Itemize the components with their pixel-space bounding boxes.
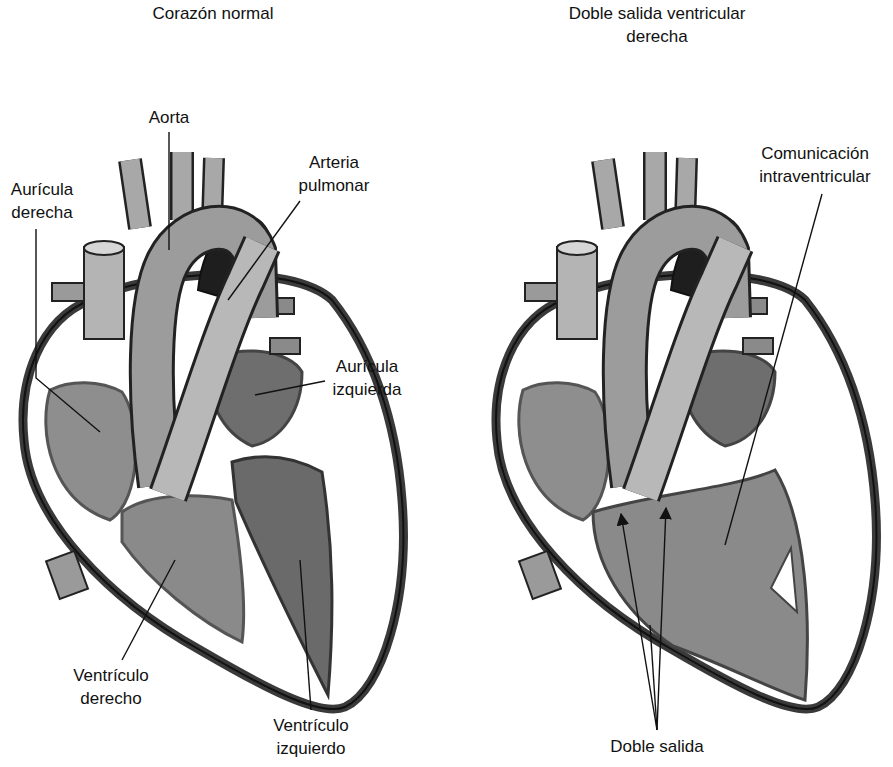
leader-arrow: [621, 514, 657, 730]
part-label: Arteria pulmonar: [289, 151, 379, 197]
great-vessels: [525, 152, 773, 495]
part-label: Aorta: [129, 106, 209, 129]
part-label: Ventrículo izquierdo: [261, 714, 361, 760]
dorv-heart: [496, 152, 876, 709]
left-ventricle: [232, 457, 332, 695]
panel-heading: Doble salida ventricular derecha: [552, 2, 762, 48]
leader-line: [36, 229, 100, 432]
part-label: Comunicación intraventricular: [741, 142, 889, 188]
leader-line: [122, 560, 175, 660]
leader-line: [228, 201, 300, 300]
right-ventricle: [122, 496, 244, 642]
leader-line: [650, 625, 657, 730]
panel-heading: Corazón normal: [113, 2, 313, 25]
part-label: Aurícula derecha: [2, 178, 82, 224]
part-label: Ventrículo derecho: [61, 664, 161, 710]
leader-line: [725, 194, 822, 545]
part-label: Doble salida: [577, 735, 737, 758]
leader-line: [168, 132, 169, 250]
common-ventricle: [593, 470, 807, 700]
leader-line: [300, 560, 311, 710]
leader-arrow: [657, 508, 666, 730]
septum-remnant: [771, 548, 797, 612]
right-atrium: [519, 383, 609, 520]
part-label: Aurícula izquierda: [317, 355, 417, 401]
right-atrium: [46, 383, 136, 520]
great-vessels: [52, 152, 300, 495]
normal-heart: [23, 152, 403, 709]
leader-line: [255, 381, 325, 395]
leader-lines: [36, 132, 822, 730]
